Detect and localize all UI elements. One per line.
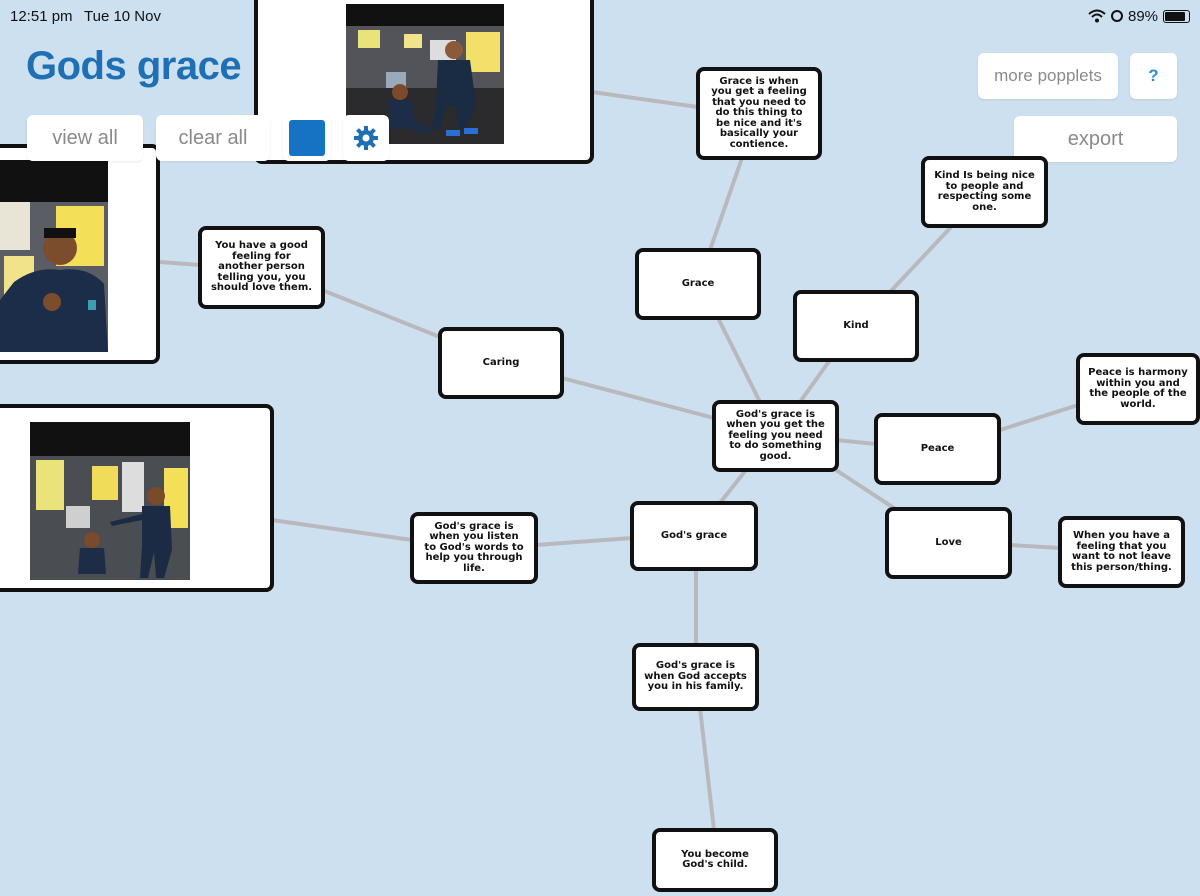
popple-accepts[interactable]: God's grace is when God accepts you in h… — [632, 643, 759, 711]
view-all-button[interactable]: view all — [27, 115, 143, 161]
popple-kind-definition[interactable]: Kind Is being nice to people and respect… — [921, 156, 1048, 228]
clear-all-button[interactable]: clear all — [156, 115, 270, 161]
board-title[interactable]: Gods grace — [26, 44, 242, 88]
popple-love[interactable]: Love — [885, 507, 1012, 579]
battery-icon — [1163, 10, 1190, 23]
wifi-icon — [1088, 9, 1106, 23]
export-button[interactable]: export — [1014, 116, 1177, 162]
color-swatch — [289, 120, 325, 156]
help-button[interactable]: ? — [1130, 53, 1177, 99]
photo-card-lower-left[interactable] — [0, 404, 274, 592]
popple-kind[interactable]: Kind — [793, 290, 919, 362]
popple-center[interactable]: God's grace is when you get the feeling … — [712, 400, 839, 472]
popple-grace-definition[interactable]: Grace is when you get a feeling that you… — [696, 67, 822, 160]
status-time: 12:51 pm — [10, 8, 73, 25]
photo-card-left[interactable] — [0, 144, 160, 364]
popple-caring[interactable]: Caring — [438, 327, 564, 399]
popple-good-feeling[interactable]: You have a good feeling for another pers… — [198, 226, 325, 309]
status-date: Tue 10 Nov — [84, 8, 161, 25]
settings-button[interactable] — [343, 115, 389, 161]
more-popplets-button[interactable]: more popplets — [978, 53, 1118, 99]
orientation-lock-icon — [1111, 10, 1123, 22]
popple-peace-definition[interactable]: Peace is harmony within you and the peop… — [1076, 353, 1200, 425]
popple-listen[interactable]: God's grace is when you listen to God's … — [410, 512, 538, 584]
popple-grace[interactable]: Grace — [635, 248, 761, 320]
popple-peace[interactable]: Peace — [874, 413, 1001, 485]
popple-gods-grace[interactable]: God's grace — [630, 501, 758, 571]
photo-students-classroom — [30, 422, 190, 580]
photo-student-smiling — [0, 160, 108, 352]
color-picker-button[interactable] — [283, 115, 331, 161]
gear-icon — [354, 126, 378, 150]
popple-love-definition[interactable]: When you have a feeling that you want to… — [1058, 516, 1185, 588]
popple-child[interactable]: You become God's child. — [652, 828, 778, 892]
battery-percent: 89% — [1128, 8, 1159, 25]
